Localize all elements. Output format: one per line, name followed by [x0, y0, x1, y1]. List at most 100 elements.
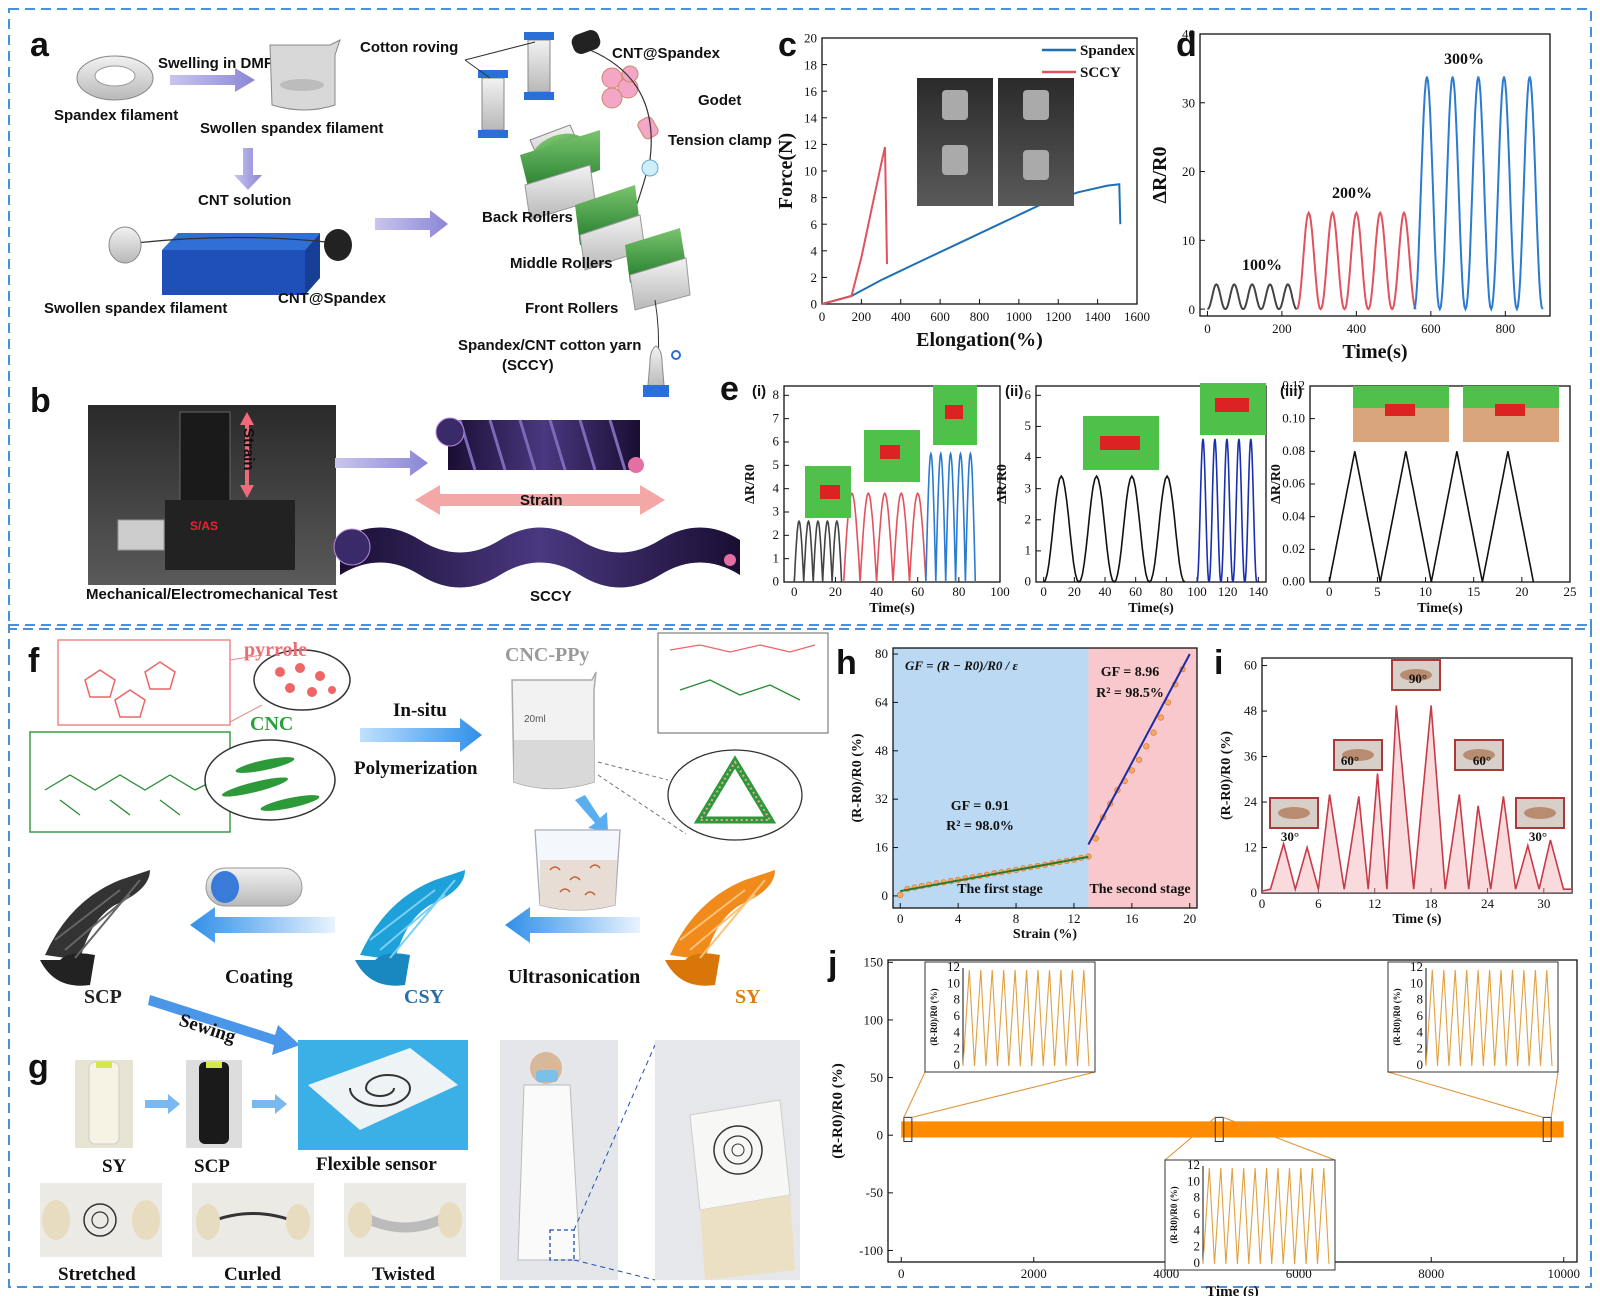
- x-tick-label: 60: [1129, 584, 1142, 599]
- series-line-200%: [1296, 210, 1417, 311]
- x-tick-label: 1600: [1124, 309, 1150, 324]
- y-axis-label: ΔR/R0: [1269, 464, 1284, 504]
- series-line-0: [1043, 474, 1186, 584]
- series-line-1: [842, 491, 927, 583]
- y-tick-label: 4: [773, 480, 780, 495]
- y-axis-label: ΔR/R0: [743, 464, 758, 504]
- cotton-roving-label: Cotton roving: [360, 39, 458, 56]
- series-line-0: [1328, 451, 1535, 583]
- y-tick-label: 1: [1025, 543, 1032, 558]
- swollen-filament-label-2: Swollen spandex filament: [44, 300, 227, 317]
- series-line-2: [925, 450, 977, 583]
- panel-label-c: c: [778, 26, 797, 64]
- arrow-down-icon: [234, 148, 262, 190]
- plot-frame: [1199, 33, 1551, 317]
- twisted-label: Twisted: [372, 1264, 435, 1285]
- annotation-label: 300%: [1444, 51, 1484, 68]
- second-stage-region: [1088, 648, 1197, 908]
- y-tick-label: 2: [1025, 511, 1032, 526]
- flexible-sensor-label: Flexible sensor: [316, 1154, 437, 1175]
- x-axis-label: Strain (%): [1013, 927, 1078, 942]
- x-axis-label: Time(s): [1128, 601, 1174, 616]
- x-tick-label: 400: [891, 309, 911, 324]
- arrow-right-g-2: [252, 1094, 287, 1114]
- inset-tick-label: 6: [954, 1008, 961, 1023]
- y-tick-label: 0: [1189, 302, 1196, 317]
- inset-series: [1202, 1167, 1330, 1265]
- arrow-icon: [170, 68, 255, 92]
- x-axis-label: Time(s): [1342, 341, 1407, 363]
- angle-label: 60°: [1473, 753, 1491, 768]
- fit-r2-1: R² = 98.0%: [946, 819, 1014, 834]
- y-tick-label: 20: [1182, 164, 1195, 179]
- x-tick-label: 0: [1326, 584, 1333, 599]
- strain-arrow-icon: [415, 485, 665, 515]
- inset-tick-label: 10: [1410, 975, 1423, 990]
- y-tick-label: 30: [1182, 95, 1195, 110]
- y-tick-label: 20: [804, 31, 817, 46]
- x-tick-label: 0: [897, 911, 904, 926]
- legend-label: Spandex: [1080, 43, 1136, 59]
- x-tick-label: 4: [955, 911, 962, 926]
- x-tick-label: 100: [990, 584, 1010, 599]
- x-tick-label: 25: [1564, 584, 1577, 599]
- series-line-sccy: [821, 146, 888, 305]
- x-tick-label: 6: [1315, 896, 1322, 911]
- data-point: [1157, 714, 1164, 721]
- y-tick-label: 5: [773, 457, 780, 472]
- series-line-100%: [1207, 283, 1298, 311]
- plot-frame: [1035, 385, 1267, 583]
- y-tick-label: 4: [1025, 449, 1032, 464]
- arrow-right-g-1: [145, 1094, 180, 1114]
- csy-yarn-icon: [355, 870, 465, 986]
- cnt-spool-top: [571, 30, 601, 54]
- y-axis-label: (R-R0)/R0 (%): [830, 1063, 846, 1158]
- x-tick-label: 600: [930, 309, 950, 324]
- y-axis-label: ΔR/R0: [995, 464, 1010, 504]
- y-tick-label: 0.02: [1282, 541, 1305, 556]
- first-stage-region: [893, 648, 1089, 908]
- inset-connector: [1387, 1071, 1544, 1118]
- cnc-label: CNC: [250, 713, 293, 735]
- x-axis-label: Time(s): [1417, 601, 1463, 616]
- y-tick-label: 4: [811, 243, 818, 258]
- y-tick-label: 6: [773, 434, 780, 449]
- tension-clamp-label: Tension clamp: [668, 132, 772, 149]
- spandex-filament-label: Spandex filament: [54, 107, 178, 124]
- series-line: [1261, 705, 1572, 893]
- y-tick-label: -50: [866, 1185, 883, 1200]
- y-tick-label: 5: [1025, 418, 1032, 433]
- gf-formula: GF = (R − R0)/R0 / ε: [905, 658, 1019, 673]
- y-tick-label: 100: [864, 1012, 884, 1027]
- yarn-bobbin-icon: [647, 345, 665, 389]
- series-line-1: [1196, 438, 1258, 583]
- fit-line-0: [900, 855, 1089, 893]
- y-axis-label: Force(N): [775, 133, 797, 209]
- y-tick-label: 12: [1244, 840, 1257, 855]
- angle-label: 90°: [1409, 671, 1427, 686]
- y-tick-label: 14: [804, 110, 818, 125]
- strain-label-horizontal: Strain: [520, 492, 563, 509]
- inset-connector: [1223, 1116, 1336, 1161]
- subpanel-label-e-ii: (ii): [1005, 383, 1023, 400]
- inset-series: [1425, 969, 1553, 1067]
- panel-label-e: e: [720, 370, 739, 408]
- data-point: [1135, 756, 1143, 763]
- arrow-left-icon-coating: [190, 907, 335, 943]
- inset-tick-label: 4: [954, 1024, 961, 1039]
- sy-label: SY: [735, 986, 761, 1008]
- y-axis-label: (R-R0)/R0 (%): [1219, 731, 1234, 820]
- y-tick-label: 3: [773, 504, 780, 519]
- x-tick-label: 0: [791, 584, 798, 599]
- bottom-frame: [8, 624, 1592, 1288]
- series-line-300%: [1413, 76, 1544, 312]
- ultrasonication-label: Ultrasonication: [508, 966, 640, 988]
- inset-y-label: (R-R0)/R0 (%): [1169, 1186, 1179, 1243]
- y-tick-label: 2: [773, 527, 780, 542]
- y-tick-label: 16: [804, 84, 818, 99]
- x-tick-label: 20: [829, 584, 842, 599]
